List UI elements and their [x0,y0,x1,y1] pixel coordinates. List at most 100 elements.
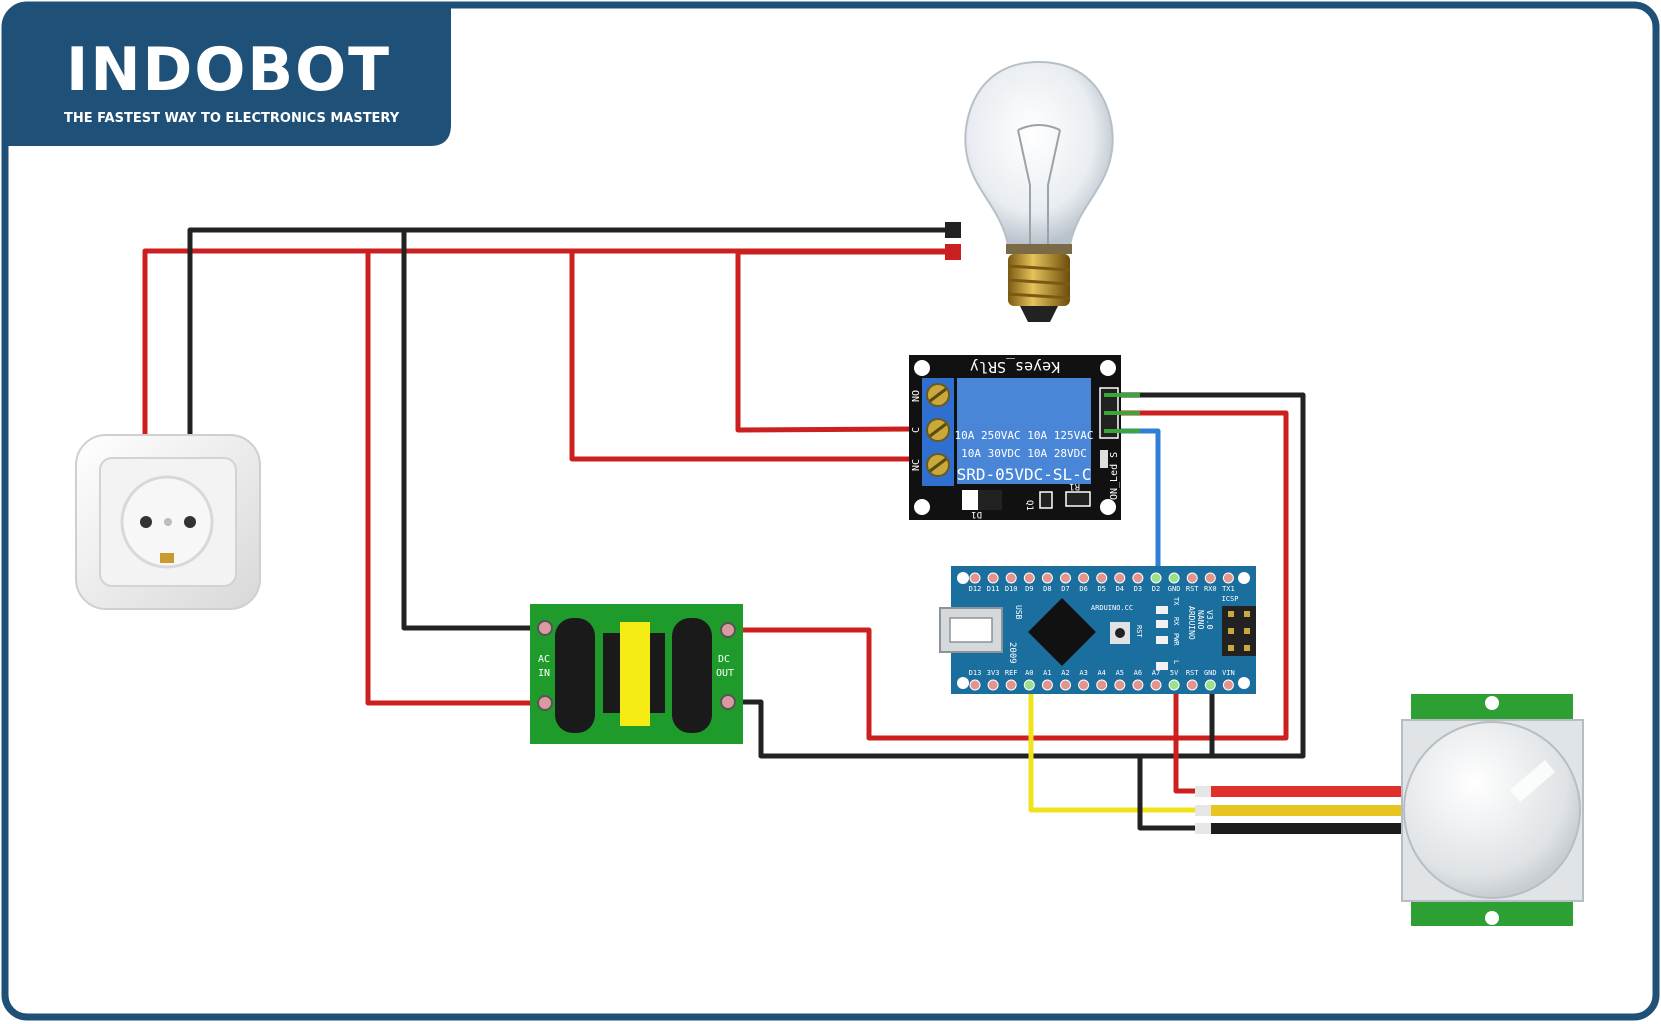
wire-red-relay-c-to-bulb [735,249,955,433]
psu-ac-label: AC [538,654,550,665]
top-pin-label: D4 [1116,585,1124,593]
bottom-pin-a6 [1132,679,1144,691]
top-pin-label: D2 [1152,585,1160,593]
nano-model-2: NANO [1196,610,1205,629]
top-pin-label: D3 [1134,585,1142,593]
bottom-pin-label: A3 [1079,669,1087,677]
bottom-pin-label: A1 [1043,669,1051,677]
wire-black-socket-to-bulb [187,227,955,525]
top-pin-label: D10 [1005,585,1018,593]
top-pin-label: D6 [1079,585,1087,593]
bottom-pin-a5 [1114,679,1126,691]
bulb-terminal-live [945,244,961,260]
bottom-pin-a4 [1096,679,1108,691]
wire-red-to-relay-nc [569,248,917,462]
top-pin-label: RST [1186,585,1199,593]
relay-model: SRD-05VDC-SL-C [957,465,1092,484]
nano-usb-label: USB [1014,605,1023,620]
top-pin-label: D7 [1061,585,1069,593]
top-pin-d10 [1005,572,1017,584]
relay-d1: D1 [971,509,982,519]
bottom-pin-label: A2 [1061,669,1069,677]
relay-module: Keyes_SRly NO C NC 10A 250VAC 10A 125VAC… [909,355,1140,520]
top-pin-tx1 [1222,572,1234,584]
psu-dc-label: DC [718,654,730,665]
top-pin-label: D9 [1025,585,1033,593]
nano-led-pwr: PWR [1172,633,1180,646]
wire-red-psu-to-relay-vcc [725,410,1289,741]
light-bulb [964,60,1114,322]
bulb-terminal-neutral [945,222,961,238]
wall-socket [75,434,261,610]
top-pin-d12 [969,572,981,584]
top-pin-label: RX0 [1204,585,1217,593]
bottom-pin-gnd [1204,679,1216,691]
bottom-pin-a1 [1041,679,1053,691]
top-pin-d2 [1150,572,1162,584]
nano-rst-label: RST [1135,625,1143,638]
top-pin-d5 [1096,572,1108,584]
top-pin-gnd [1168,572,1180,584]
relay-rating-line2: 10A 30VDC 10A 28VDC [961,447,1087,460]
top-pin-rst [1186,572,1198,584]
bottom-pin-rst [1186,679,1198,691]
bottom-pin-label: VIN [1222,669,1235,677]
bottom-pin-5v [1168,679,1180,691]
nano-led-l: L [1172,660,1180,664]
wire-black-pir-gnd [1137,753,1198,831]
bottom-pin-label: A4 [1097,669,1105,677]
relay-term-c: C [911,427,922,433]
bottom-pin-label: A0 [1025,669,1033,677]
bottom-pin-label: GND [1204,669,1217,677]
bottom-pin-d13 [969,679,981,691]
top-pin-label: GND [1168,585,1181,593]
top-pin-label: D11 [987,585,1000,593]
nano-led-rx: RX [1172,617,1180,626]
wire-red-nano-5v-to-pir [1173,682,1198,794]
top-pin-rx0 [1204,572,1216,584]
bottom-pin-label: 5V [1170,669,1179,677]
nano-model-1: ARDUINO [1187,606,1196,640]
top-pin-d4 [1114,572,1126,584]
bottom-pin-3v3 [987,679,999,691]
psu-in-label: IN [538,668,550,679]
top-pin-label: D5 [1097,585,1105,593]
wire-yellow-a0-to-pir [1028,682,1198,813]
nano-model-3: V3.0 [1205,610,1214,629]
relay-r1: R1 [1069,481,1080,491]
bottom-pin-label: REF [1005,669,1018,677]
top-pin-d7 [1060,572,1071,584]
bottom-pin-label: RST [1186,669,1199,677]
relay-term-nc: NC [911,459,922,471]
top-pin-d6 [1078,572,1090,584]
brand-tagline: THE FASTEST WAY TO ELECTRONICS MASTERY [64,111,400,126]
bottom-pin-label: D13 [969,669,982,677]
top-pin-d9 [1023,572,1035,584]
nano-icsp-label: ICSP [1222,595,1239,603]
nano-led-tx: TX [1172,597,1180,606]
bottom-pin-a0 [1023,679,1035,691]
bottom-pin-label: A7 [1152,669,1160,677]
nano-brand-label: ARDUINO.CC [1091,604,1133,612]
bottom-pin-label: A6 [1134,669,1142,677]
top-pin-d3 [1132,572,1144,584]
relay-title: Keyes_SRly [970,358,1060,376]
bottom-pin-a3 [1078,679,1090,691]
top-pin-d11 [987,572,999,584]
bottom-pin-label: 3V3 [987,669,1000,677]
brand-panel [5,5,451,146]
pir-sensor [1195,694,1584,926]
top-pin-label: TX1 [1222,585,1235,593]
top-pin-label: D8 [1043,585,1051,593]
power-module: AC IN DC OUT [530,604,743,744]
relay-side-label: ON_Led S [1109,452,1120,500]
wire-black-to-psu [401,227,548,631]
bottom-pin-a2 [1060,679,1071,691]
relay-q1: Q1 [1024,500,1034,511]
relay-term-no: NO [911,390,922,402]
